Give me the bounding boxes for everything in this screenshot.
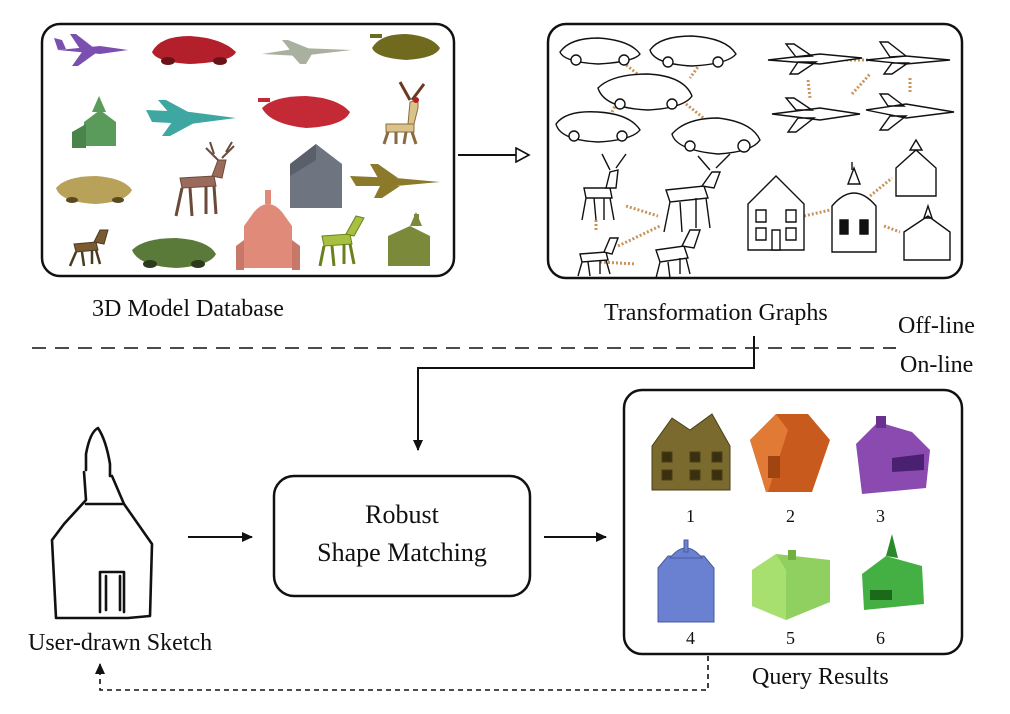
database-panel: [40, 22, 456, 278]
car-olive-model: [370, 34, 440, 60]
results-label: Query Results: [752, 664, 889, 690]
deer-brown-model: [174, 141, 235, 217]
result-number-1: 1: [686, 506, 695, 526]
jet-teal-model: [146, 100, 236, 136]
church-green-model: [72, 96, 116, 148]
dog-model: [68, 229, 109, 267]
result-number-2: 2: [786, 506, 795, 526]
result-4-model: [657, 539, 715, 623]
jet-olive-model: [350, 164, 440, 198]
graph-animal-sketches: [577, 153, 731, 279]
graph-jet-sketches: [767, 41, 955, 133]
online-label: On-line: [900, 352, 974, 378]
result-6-model: [862, 534, 924, 610]
arrow-graphs-to-matching: [413, 336, 755, 451]
jet-purple-model: [54, 34, 128, 66]
church-olive-model: [388, 212, 430, 266]
graph-building-sketches: [747, 138, 951, 261]
horse-lime-model: [318, 215, 365, 267]
result-number-6: 6: [876, 628, 885, 648]
result-number-3: 3: [876, 506, 885, 526]
car-red2-model: [258, 96, 350, 128]
car-green-model: [132, 238, 216, 268]
house-grey-model: [290, 144, 342, 208]
graph-car-sketches: [555, 35, 761, 155]
result-number-4: 4: [686, 628, 695, 648]
feedback-arrow: [95, 656, 709, 691]
deer-tan-model: [382, 81, 426, 145]
car-tan-model: [56, 176, 132, 204]
result-5-model: [752, 550, 830, 620]
graphs-label: Transformation Graphs: [604, 300, 828, 326]
offline-label: Off-line: [898, 313, 975, 339]
result-3-model: [856, 416, 930, 494]
matching-box: [272, 474, 532, 598]
car-red-model: [152, 36, 236, 65]
database-label: 3D Model Database: [92, 296, 284, 322]
church-pink-model: [236, 190, 300, 270]
matching-label-line2: Shape Matching: [317, 538, 487, 567]
result-2-model: [750, 414, 830, 492]
result-1-model: [651, 413, 731, 491]
sketch-label: User-drawn Sketch: [28, 630, 213, 656]
user-sketch-drawing: [50, 426, 154, 620]
jet-grey-model: [262, 40, 352, 64]
result-number-5: 5: [786, 628, 795, 648]
matching-label-line1: Robust: [365, 500, 439, 529]
